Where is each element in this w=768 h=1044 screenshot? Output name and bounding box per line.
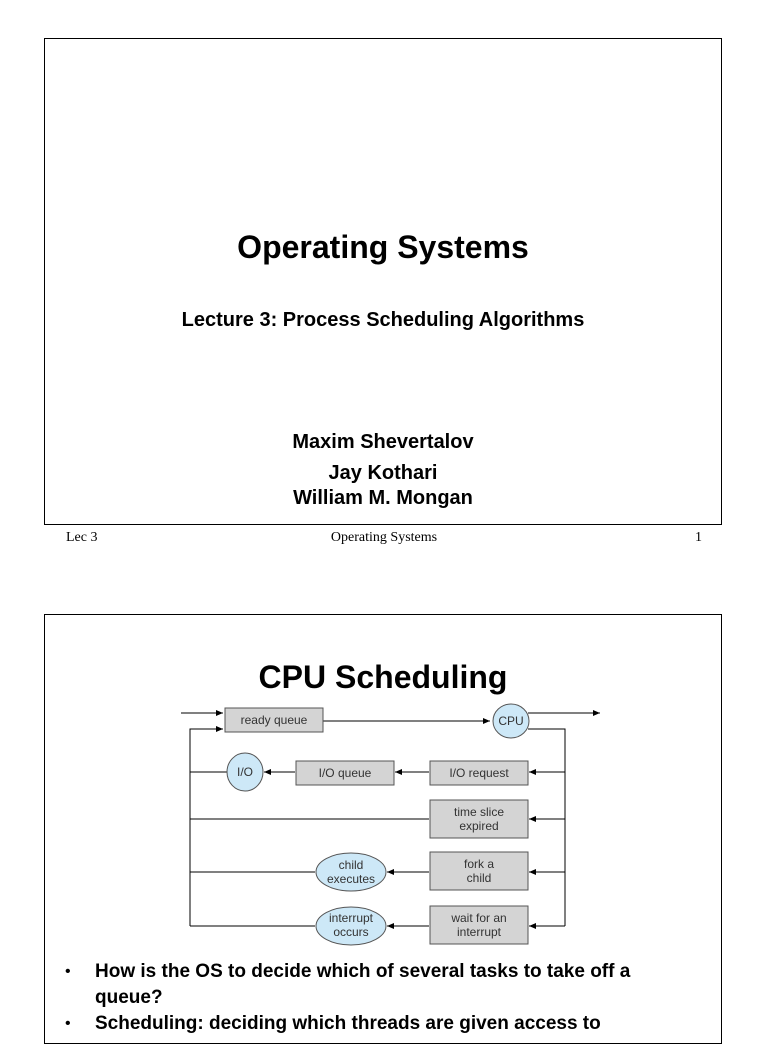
time-slice-box: time slice expired — [429, 799, 529, 839]
io-node: I/O — [226, 752, 264, 792]
slide-title: CPU Scheduling — [258, 659, 508, 695]
ready-queue-label: ready queue — [241, 713, 308, 727]
io-queue-box: I/O queue — [295, 760, 395, 786]
list-item: • How is the OS to decide which of severa… — [65, 959, 701, 1011]
fork-child-label: child — [467, 871, 492, 885]
scheduling-queue-diagram: ready queue CPU I/O I/O queue I/O reques… — [181, 703, 600, 946]
fork-child-box: fork a child — [429, 851, 529, 891]
interrupt-occurs-label: occurs — [333, 925, 368, 939]
io-request-label: I/O request — [449, 766, 509, 780]
io-queue-label: I/O queue — [319, 766, 372, 780]
footer-page-number: 1 — [695, 530, 702, 545]
io-label: I/O — [237, 765, 253, 779]
footer-lecture: Lec 3 — [66, 530, 98, 545]
title-slide: Operating Systems Lecture 3: Process Sch… — [44, 38, 722, 525]
fork-child-label: fork a — [464, 857, 494, 871]
footer-course: Operating Systems — [330, 530, 438, 545]
list-item: •Scheduling: deciding which threads are … — [65, 1011, 701, 1037]
bullet-text: How is the OS to decide which of several… — [95, 961, 631, 1008]
child-executes-node: child executes — [315, 852, 387, 892]
slide-footer: Lec 3 Operating Systems 1 — [66, 530, 702, 548]
author-name: Maxim Shevertalov — [292, 431, 474, 453]
child-executes-label: child — [339, 858, 364, 872]
bullet-icon: • — [65, 1015, 71, 1032]
child-executes-label: executes — [327, 872, 375, 886]
wait-interrupt-box: wait for an interrupt — [429, 905, 529, 945]
lecture-subtitle: Lecture 3: Process Scheduling Algorithms — [181, 309, 585, 331]
time-slice-label: expired — [459, 819, 498, 833]
cpu-scheduling-slide: ready queue CPU I/O I/O queue I/O reques… — [44, 614, 722, 1044]
author-name: William M. Mongan — [293, 487, 473, 509]
time-slice-label: time slice — [454, 805, 504, 819]
author-list: Maxim Shevertalov Jay Kothari William M.… — [45, 428, 721, 512]
bullet-list: • How is the OS to decide which of severa… — [65, 959, 701, 1037]
cpu-label: CPU — [498, 714, 523, 728]
interrupt-occurs-node: interrupt occurs — [315, 906, 387, 946]
interrupt-occurs-label: interrupt — [329, 911, 374, 925]
ready-queue-box: ready queue — [224, 707, 324, 733]
author-name: Jay Kothari — [328, 462, 438, 484]
wait-interrupt-label: wait for an — [450, 911, 506, 925]
io-request-box: I/O request — [429, 760, 529, 786]
bullet-icon: • — [65, 963, 71, 980]
wait-interrupt-label: interrupt — [457, 925, 502, 939]
presentation-title: Operating Systems — [237, 229, 529, 265]
cpu-node: CPU — [492, 703, 530, 739]
